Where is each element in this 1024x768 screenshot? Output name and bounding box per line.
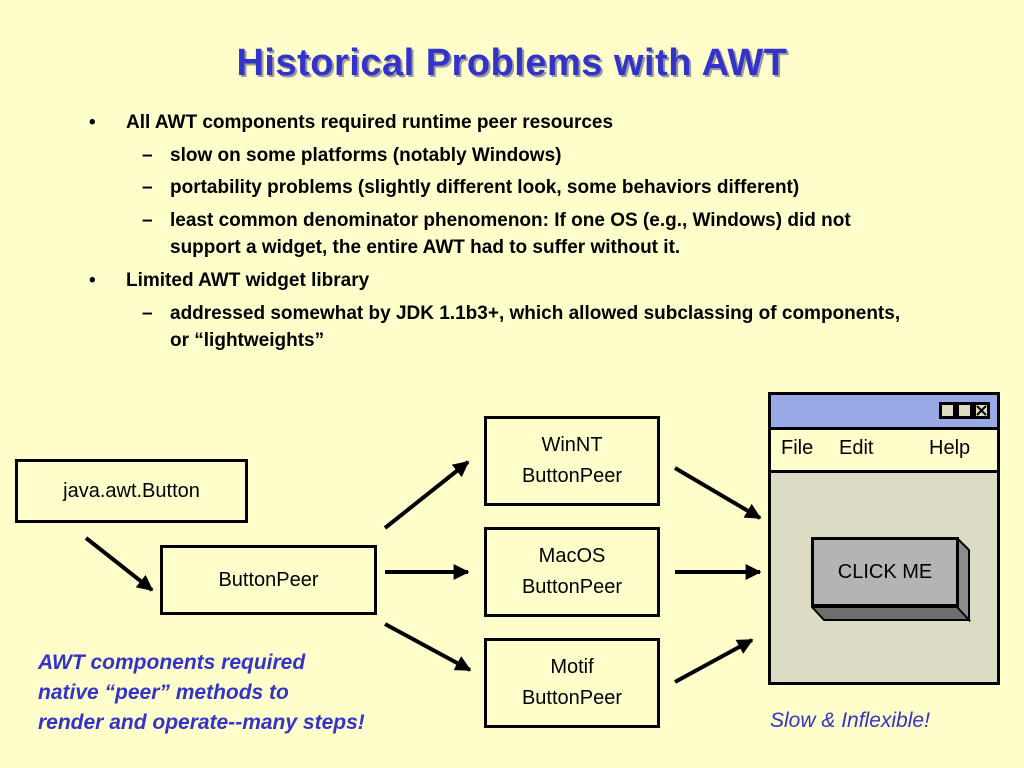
motif-peer-box: Motif ButtonPeer xyxy=(484,638,660,728)
winnt-peer-box: WinNT ButtonPeer xyxy=(484,416,660,506)
menu-edit: Edit xyxy=(839,437,874,459)
click-me-button: CLICK ME xyxy=(811,537,972,623)
menu-help: Help xyxy=(929,437,971,459)
window-menubar: File Edit Help xyxy=(771,430,997,473)
bullet-text: Limited AWT widget library xyxy=(126,270,370,291)
button-bevel xyxy=(811,537,972,623)
caption-line: render and operate--many steps! xyxy=(38,711,365,734)
bullet-item: • Limited AWT widget library xyxy=(89,267,926,294)
bullet-marker: • xyxy=(89,270,96,291)
dash-marker: – xyxy=(142,303,153,324)
box-label: ButtonPeer xyxy=(521,687,623,709)
bullet-marker: • xyxy=(89,112,96,133)
caption-line: native “peer” methods to xyxy=(38,681,289,704)
dash-marker: – xyxy=(142,210,153,231)
box-label: ButtonPeer xyxy=(521,576,623,598)
arrow xyxy=(384,622,472,672)
minimize-icon xyxy=(939,402,956,419)
window-titlebar xyxy=(771,395,997,430)
maximize-icon xyxy=(956,402,973,419)
caption-right: Slow & Inflexible! xyxy=(770,709,930,732)
sub-bullet-item: – addressed somewhat by JDK 1.1b3+, whic… xyxy=(142,300,915,354)
button-face: CLICK ME xyxy=(811,537,959,607)
bullet-text: All AWT components required runtime peer… xyxy=(126,112,614,133)
box-label: Motif xyxy=(550,656,594,678)
sub-bullet-text: slow on some platforms (notably Windows) xyxy=(170,145,562,166)
box-label: ButtonPeer xyxy=(521,465,623,487)
sub-bullet-text: addressed somewhat by JDK 1.1b3+, which … xyxy=(170,303,901,351)
window-illustration: File Edit Help CLICK ME xyxy=(768,392,1000,685)
bullet-item: • All AWT components required runtime pe… xyxy=(89,109,926,136)
menu-file: File xyxy=(781,437,814,459)
sub-bullet-item: – least common denominator phenomenon: I… xyxy=(142,207,915,261)
box-label: ButtonPeer xyxy=(218,568,319,591)
slide-title: Historical Problems with AWT xyxy=(236,42,788,84)
macos-peer-box: MacOS ButtonPeer xyxy=(484,527,660,617)
dash-marker: – xyxy=(142,177,153,198)
dash-marker: – xyxy=(142,145,153,166)
close-icon xyxy=(973,402,990,419)
java-awt-button-box: java.awt.Button xyxy=(15,459,248,523)
box-label: MacOS xyxy=(538,545,606,567)
box-label: java.awt.Button xyxy=(63,479,200,502)
caption-line: AWT components required xyxy=(38,651,306,674)
arrow xyxy=(673,466,762,520)
arrow xyxy=(84,536,154,592)
sub-bullet-item: – slow on some platforms (notably Window… xyxy=(142,142,970,169)
sub-bullet-item: – portability problems (slightly differe… xyxy=(142,174,970,201)
arrow xyxy=(674,638,754,684)
sub-bullet-text: least common denominator phenomenon: If … xyxy=(170,210,851,258)
box-label: WinNT xyxy=(541,434,603,456)
sub-bullet-text: portability problems (slightly different… xyxy=(170,177,800,198)
caption-left: AWT components required native “peer” me… xyxy=(38,648,458,738)
button-label: CLICK ME xyxy=(837,560,933,583)
arrow xyxy=(383,460,470,530)
button-peer-box: ButtonPeer xyxy=(160,545,377,615)
